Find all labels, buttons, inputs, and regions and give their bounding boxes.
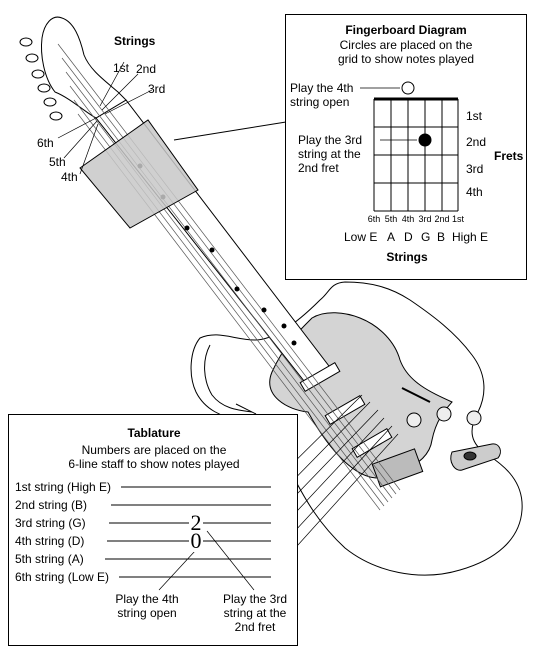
tablature-callout-line — [235, 403, 257, 415]
string-label-5th: 5th — [49, 155, 66, 169]
note-name-b: B — [437, 230, 446, 244]
string-label-6th: 6th — [37, 136, 54, 150]
selector-switch — [401, 387, 431, 403]
fret-label-3: 3rd — [466, 162, 484, 176]
fb-open-note-label-1: Play the 4th — [290, 81, 354, 95]
note-name-high-e: High E — [452, 230, 489, 244]
fret-marker — [261, 307, 267, 313]
fb-string-number: 4th — [401, 214, 415, 224]
tone-knob-1 — [436, 406, 452, 422]
tuning-peg — [43, 97, 57, 107]
tone-knob-2 — [466, 410, 482, 426]
tab-number-open: 0 — [189, 528, 203, 553]
tablature-subtitle-1: Numbers are placed on the — [81, 443, 227, 457]
fb-string-number: 6th — [367, 214, 381, 224]
fb-string-number: 2nd — [434, 214, 450, 224]
headstock — [41, 16, 127, 119]
tuning-peg — [49, 111, 63, 121]
output-jack — [463, 451, 477, 461]
frets-heading: Frets — [494, 149, 524, 163]
string-label-1st: 1st — [113, 61, 130, 75]
fb-fret-note-label-2: string at the — [298, 147, 361, 161]
open-string-circle — [401, 81, 415, 95]
tablature-title: Tablature — [127, 426, 181, 440]
fingerboard-subtitle-1: Circles are placed on the — [339, 38, 473, 52]
tab-fret-note-label-2: string at the — [223, 606, 287, 620]
fret-marker — [234, 286, 240, 292]
volume-knob — [406, 412, 422, 428]
tab-fret-note-label-3: 2nd fret — [234, 620, 276, 634]
neck-highlight-box — [79, 119, 199, 229]
tab-staff — [105, 486, 271, 591]
fingerboard-callout-line — [173, 121, 287, 141]
tuning-peg — [31, 69, 45, 79]
fret-label-4: 4th — [466, 185, 483, 199]
tab-line-label-4: 4th string (D) — [15, 534, 85, 548]
tuning-peg — [25, 53, 39, 63]
note-name-low-e: Low E — [344, 230, 378, 244]
fret-label-2: 2nd — [466, 135, 487, 149]
fb-string-number: 5th — [384, 214, 398, 224]
tab-open-note-label-2: string open — [117, 606, 177, 620]
guitar-body-contour — [204, 344, 253, 413]
fb-string-number: 1st — [451, 214, 464, 224]
fretted-note-dot — [418, 133, 432, 147]
fret-label-1: 1st — [466, 109, 483, 123]
tuning-peg — [19, 37, 33, 47]
bridge — [371, 448, 424, 488]
tab-line-label-3: 3rd string (G) — [15, 516, 86, 530]
string-label-4th: 4th — [61, 170, 78, 184]
tab-line-label-5: 5th string (A) — [15, 552, 84, 566]
fingerboard-diagram-panel: Fingerboard Diagram Circles are placed o… — [285, 14, 527, 280]
tab-line-label-6: 6th string (Low E) — [15, 570, 110, 584]
pickup-neck — [299, 361, 341, 393]
string-label-pointers — [57, 61, 153, 175]
tab-open-note-label-1: Play the 4th — [115, 592, 179, 606]
note-name-d: D — [404, 230, 413, 244]
fingerboard-strings-heading: Strings — [386, 250, 428, 264]
fret-marker — [184, 225, 190, 231]
tab-number-fret: 2 — [189, 510, 203, 535]
fb-fret-note-label-1: Play the 3rd — [298, 133, 363, 147]
fb-fret-note-label-3: 2nd fret — [298, 161, 339, 175]
tablature-subtitle-2: 6-line staff to show notes played — [68, 457, 240, 471]
strings-heading: Strings — [114, 34, 156, 48]
pickup-middle — [324, 394, 366, 426]
note-name-g: G — [421, 230, 431, 244]
fret-marker — [209, 247, 215, 253]
tab-line-label-2: 2nd string (B) — [15, 498, 88, 512]
tuning-peg — [37, 83, 51, 93]
string-label-2nd: 2nd — [136, 62, 157, 76]
fingerboard-subtitle-2: grid to show notes played — [337, 52, 475, 66]
fb-open-note-label-2: string open — [290, 95, 350, 109]
tab-fret-note-label-1: Play the 3rd — [222, 592, 288, 606]
fingerboard-title: Fingerboard Diagram — [345, 23, 467, 37]
fb-string-number: 3rd — [418, 214, 432, 224]
note-name-a: A — [387, 230, 396, 244]
tab-line-label-1: 1st string (High E) — [15, 480, 112, 494]
fret-marker — [291, 340, 297, 346]
fret-marker — [281, 323, 287, 329]
fingerboard-grid — [360, 81, 459, 212]
string-label-3rd: 3rd — [148, 82, 166, 96]
tablature-panel: Tablature Numbers are placed on the 6-li… — [8, 414, 298, 646]
